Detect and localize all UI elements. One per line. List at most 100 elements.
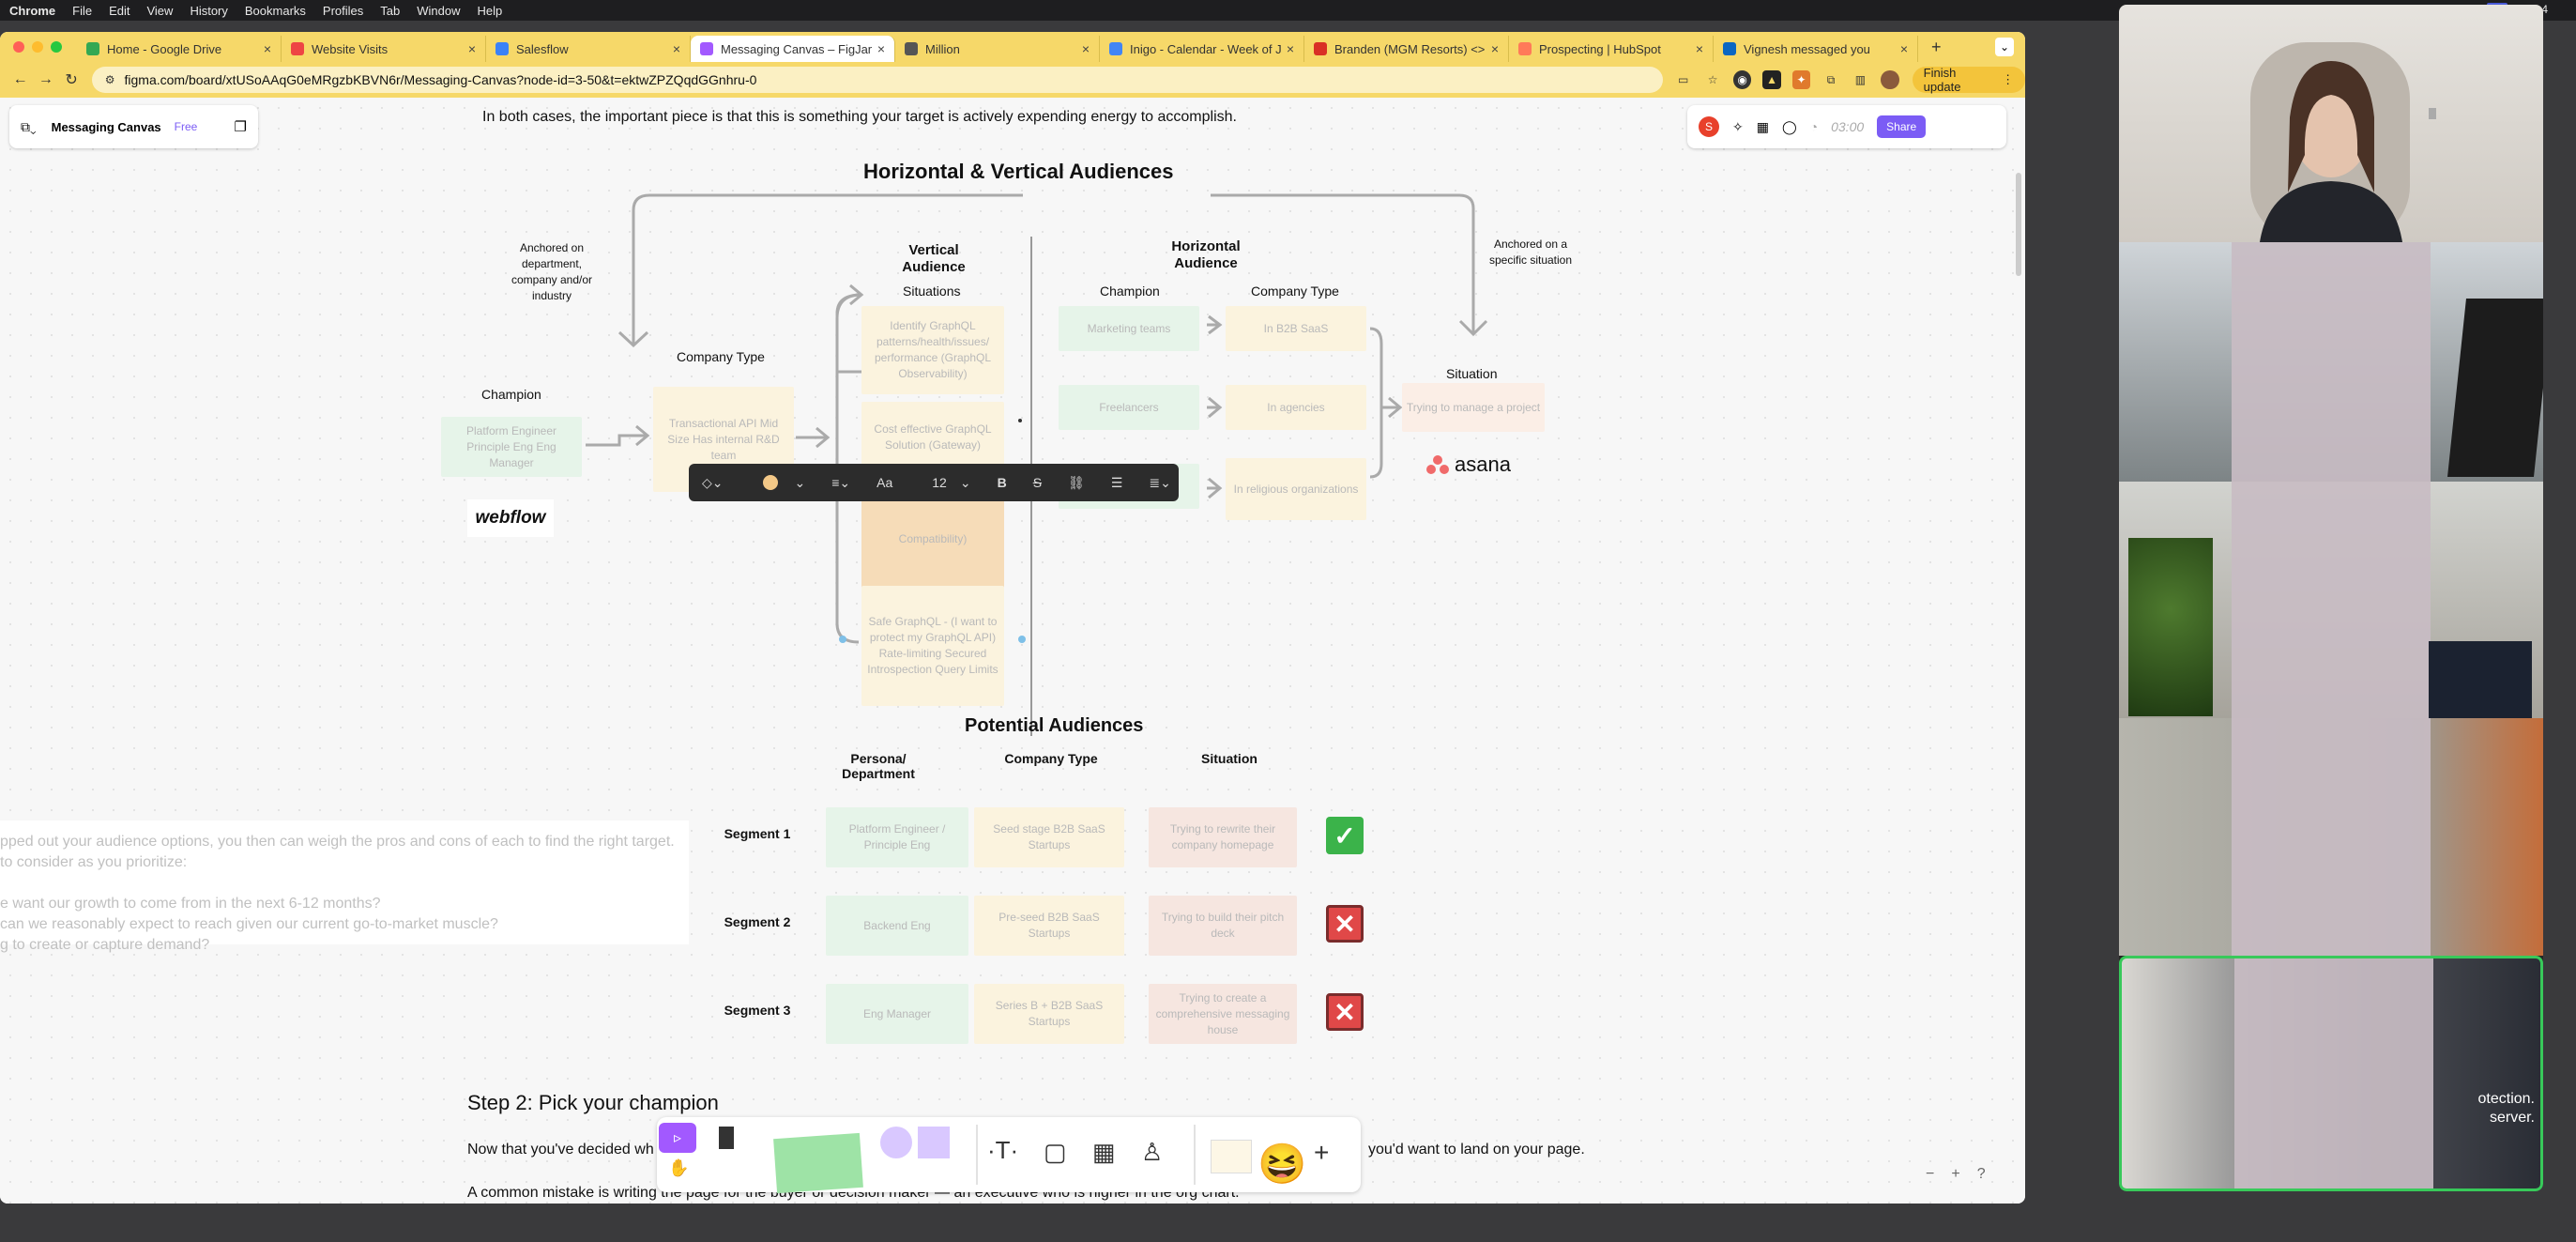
- emoji-reaction-icon[interactable]: 😆: [1258, 1142, 1307, 1186]
- forward-icon[interactable]: →: [38, 71, 53, 87]
- menu-view[interactable]: View: [146, 3, 174, 18]
- minimize-window-button[interactable]: [32, 41, 43, 53]
- file-name[interactable]: Messaging Canvas: [51, 119, 161, 134]
- templates-icon[interactable]: [1211, 1140, 1252, 1173]
- list-icon[interactable]: ☰: [1110, 474, 1123, 490]
- sticky-note[interactable]: In B2B SaaS: [1226, 306, 1366, 351]
- layers-icon[interactable]: ❐: [234, 119, 247, 135]
- close-tab-icon[interactable]: ×: [1286, 41, 1294, 56]
- shape-tool-icon[interactable]: [918, 1127, 950, 1158]
- sticky-tool-icon[interactable]: [773, 1132, 863, 1194]
- sticky-note[interactable]: Cost effective GraphQL Solution (Gateway…: [861, 402, 1004, 473]
- sticky-note[interactable]: Pre-seed B2B SaaS Startups: [974, 896, 1124, 956]
- sticky-note[interactable]: Trying to manage a project: [1402, 383, 1545, 432]
- close-window-button[interactable]: [13, 41, 24, 53]
- shape-icon[interactable]: ◇⌄: [702, 474, 724, 490]
- close-tab-icon[interactable]: ×: [1490, 41, 1499, 56]
- browser-tab[interactable]: Home - Google Drive×: [77, 36, 282, 62]
- menu-edit[interactable]: Edit: [109, 3, 130, 18]
- align-icon[interactable]: ≡⌄: [831, 474, 851, 490]
- selection-handle[interactable]: [1018, 636, 1026, 643]
- sticky-note[interactable]: Backend Eng: [826, 896, 968, 956]
- pen-tool-icon[interactable]: [719, 1127, 734, 1183]
- sticky-note[interactable]: Platform Engineer / Principle Eng: [826, 807, 968, 867]
- menu-bookmarks[interactable]: Bookmarks: [244, 3, 306, 18]
- figjam-canvas[interactable]: ⧉⌄ Messaging Canvas Free ❐ S ✧ ▦ ◯ ◔ 03:…: [0, 98, 2025, 1204]
- browser-tab[interactable]: Prospecting | HubSpot×: [1509, 36, 1714, 62]
- tab-cast-icon[interactable]: ▭: [1677, 73, 1689, 86]
- text-tool-icon[interactable]: ·T·: [987, 1136, 1019, 1164]
- video-tile[interactable]: [2119, 482, 2543, 718]
- sidebar-icon[interactable]: ▥: [1854, 73, 1867, 86]
- menu-file[interactable]: File: [72, 3, 93, 18]
- sticky-note[interactable]: Freelancers: [1059, 385, 1199, 430]
- tab-search-icon[interactable]: ⌄: [1995, 38, 2014, 56]
- stamp-tool-icon[interactable]: ♙: [1141, 1138, 1164, 1166]
- font-size-field[interactable]: 12⌄: [932, 474, 971, 490]
- timer-readout[interactable]: 03:00: [1831, 119, 1865, 134]
- table-icon[interactable]: ▦: [1756, 118, 1769, 134]
- browser-tab[interactable]: Salesflow×: [486, 36, 691, 62]
- close-tab-icon[interactable]: ×: [672, 41, 680, 56]
- url-input[interactable]: ⚙figma.com/board/xtUSoAAqG0eMRgzbKBVN6r/…: [91, 67, 1663, 93]
- sticky-note[interactable]: Marketing teams: [1059, 306, 1199, 351]
- sticky-note[interactable]: In agencies: [1226, 385, 1366, 430]
- menu-profiles[interactable]: Profiles: [322, 3, 364, 18]
- sticky-note[interactable]: Trying to create a comprehensive messagi…: [1149, 984, 1297, 1044]
- bold-icon[interactable]: B: [997, 475, 1007, 490]
- zoom-out-icon[interactable]: −: [1926, 1166, 1935, 1182]
- video-tile[interactable]: [2119, 5, 2543, 242]
- share-button[interactable]: Share: [1877, 115, 1927, 138]
- puzzle-icon[interactable]: ⧉: [1826, 72, 1836, 86]
- shape-tool-icon[interactable]: [880, 1127, 912, 1158]
- text-align-icon[interactable]: ≣⌄: [1149, 474, 1171, 490]
- profile-avatar[interactable]: [1881, 70, 1899, 89]
- close-tab-icon[interactable]: ×: [467, 41, 476, 56]
- video-tile[interactable]: [2119, 242, 2543, 482]
- close-tab-icon[interactable]: ×: [1695, 41, 1703, 56]
- sticky-note[interactable]: Platform Engineer Principle Eng Eng Mana…: [441, 417, 582, 477]
- selection-handle[interactable]: [839, 636, 846, 643]
- browser-tab[interactable]: Website Visits×: [282, 36, 486, 62]
- zoom-in-icon[interactable]: +: [1951, 1166, 1960, 1182]
- reload-icon[interactable]: ↻: [65, 72, 78, 88]
- extension-icon[interactable]: ✦: [1791, 70, 1811, 89]
- user-avatar[interactable]: S: [1699, 116, 1719, 137]
- menu-history[interactable]: History: [190, 3, 228, 18]
- finish-update-button[interactable]: Finish update⋮: [1912, 66, 2025, 94]
- sticky-note[interactable]: Safe GraphQL - (I want to protect my Gra…: [861, 586, 1004, 706]
- menu-window[interactable]: Window: [417, 3, 461, 18]
- sticky-note[interactable]: Series B + B2B SaaS Startups: [974, 984, 1124, 1044]
- active-speaker-tile[interactable]: otection. server.: [2119, 956, 2543, 1191]
- section-tool-icon[interactable]: ▢: [1044, 1138, 1067, 1166]
- sticky-note[interactable]: Seed stage B2B SaaS Startups: [974, 807, 1124, 867]
- menu-app-name[interactable]: Chrome: [9, 3, 56, 18]
- close-tab-icon[interactable]: ×: [876, 41, 885, 56]
- close-tab-icon[interactable]: ×: [263, 41, 271, 56]
- color-swatch[interactable]: ⌄: [750, 475, 805, 491]
- sticky-note[interactable]: Trying to build their pitch deck: [1149, 896, 1297, 956]
- canvas-scrollbar[interactable]: [2016, 173, 2021, 276]
- timer-icon[interactable]: ◔: [1809, 119, 1819, 134]
- browser-tab[interactable]: Messaging Canvas – FigJam×: [691, 36, 895, 62]
- extension-icon[interactable]: ▲: [1762, 70, 1781, 89]
- font-button[interactable]: Aa: [876, 475, 893, 490]
- zoom-window-button[interactable]: [51, 41, 62, 53]
- browser-tab[interactable]: Branden (MGM Resorts) <>×: [1304, 36, 1509, 62]
- ai-sparkle-icon[interactable]: ✧: [1732, 118, 1744, 134]
- back-icon[interactable]: ←: [12, 71, 28, 87]
- hand-tool-icon[interactable]: ✋: [668, 1158, 690, 1177]
- menu-tab[interactable]: Tab: [380, 3, 401, 18]
- browser-tab[interactable]: Inigo - Calendar - Week of J×: [1100, 36, 1304, 62]
- menu-help[interactable]: Help: [477, 3, 503, 18]
- link-icon[interactable]: ⛓: [1068, 474, 1085, 490]
- close-tab-icon[interactable]: ×: [1081, 41, 1090, 56]
- figma-menu-icon[interactable]: ⧉⌄: [21, 118, 37, 134]
- more-tools-icon[interactable]: +: [1314, 1138, 1330, 1167]
- close-tab-icon[interactable]: ×: [1899, 41, 1908, 56]
- sticky-note[interactable]: Compatibility): [861, 484, 1004, 593]
- browser-tab[interactable]: Million×: [895, 36, 1100, 62]
- sticky-note[interactable]: Trying to rewrite their company homepage: [1149, 807, 1297, 867]
- bookmark-star-icon[interactable]: ☆: [1707, 73, 1718, 86]
- table-tool-icon[interactable]: ▦: [1092, 1138, 1116, 1166]
